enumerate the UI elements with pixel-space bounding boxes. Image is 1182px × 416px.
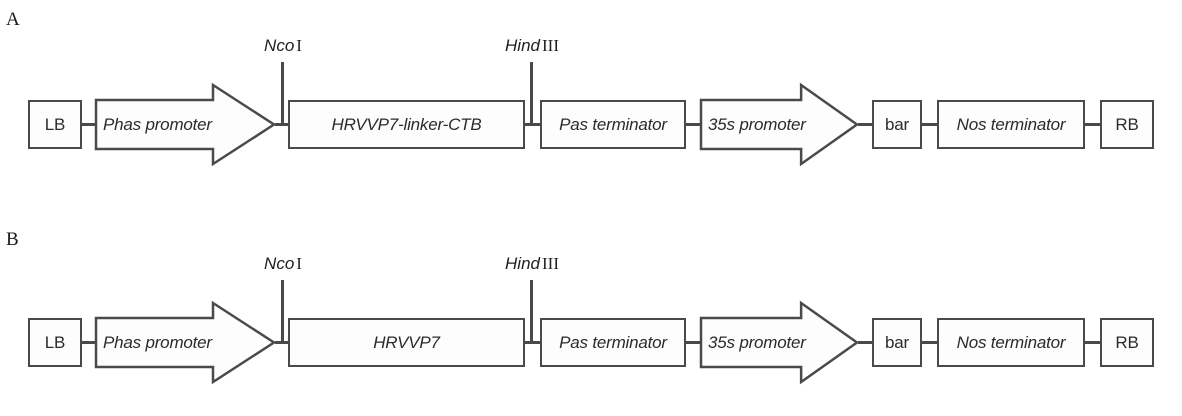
connector-line [1085,341,1100,344]
nos-terminator: Nos terminator [937,318,1085,367]
hind3-site-tick [530,62,533,124]
phas-promoter-label: Phas promoter [103,114,212,134]
connector-line [1085,123,1100,126]
connector-line [525,341,540,344]
connector-line [82,341,95,344]
35s-promoter-label: 35s promoter [708,332,806,352]
nco1-site-tick [281,62,284,124]
hind3-site-tick [530,280,533,342]
phas-promoter [94,300,277,385]
hind3-site-numeral: III [541,254,559,273]
bar-gene: bar [872,100,922,149]
nco1-site-numeral: I [296,36,302,55]
phas-promoter [94,82,277,167]
right-border: RB [1100,100,1154,149]
hind3-site-enzyme: Hind [505,254,540,273]
nco1-site-enzyme: Nco [264,254,295,273]
connector-line [922,341,937,344]
bar-gene: bar [872,318,922,367]
connector-line [858,341,872,344]
panel-b-label: B [6,229,19,250]
hrvvp7: HRVVP7 [288,318,525,367]
nco1-site-tick [281,280,284,342]
nos-terminator: Nos terminator [937,100,1085,149]
construct-map-a: LB Phas promoter HRVVP7-linker-CTB Pas term… [0,36,1182,180]
phas-promoter-label: Phas promoter [103,332,212,352]
connector-line [686,123,700,126]
construct-map-b: LB Phas promoter HRVVP7 Pas terminator 35s p… [0,254,1182,398]
connector-line [82,123,95,126]
connector-line [275,123,288,126]
connector-line [275,341,288,344]
nco1-site-numeral: I [296,254,302,273]
hrvvp7-linker-ctb: HRVVP7-linker-CTB [288,100,525,149]
nco1-site-enzyme: Nco [264,36,295,55]
hind3-site-numeral: III [541,36,559,55]
35s-promoter-label: 35s promoter [708,114,806,134]
35s-promoter [699,300,860,385]
hind3-site-enzyme: Hind [505,36,540,55]
panel-a-label: A [6,9,20,30]
panel-a: A LB Phas promoter HRVVP7-linker-CTB Pas te… [0,9,1182,180]
connector-line [858,123,872,126]
pas-terminator: Pas terminator [540,100,686,149]
connector-line [922,123,937,126]
35s-promoter [699,82,860,167]
left-border: LB [28,100,82,149]
connector-line [525,123,540,126]
right-border: RB [1100,318,1154,367]
panel-b: B LB Phas promoter HRVVP7 Pas terminator 35s… [0,216,1182,416]
left-border: LB [28,318,82,367]
pas-terminator: Pas terminator [540,318,686,367]
connector-line [686,341,700,344]
